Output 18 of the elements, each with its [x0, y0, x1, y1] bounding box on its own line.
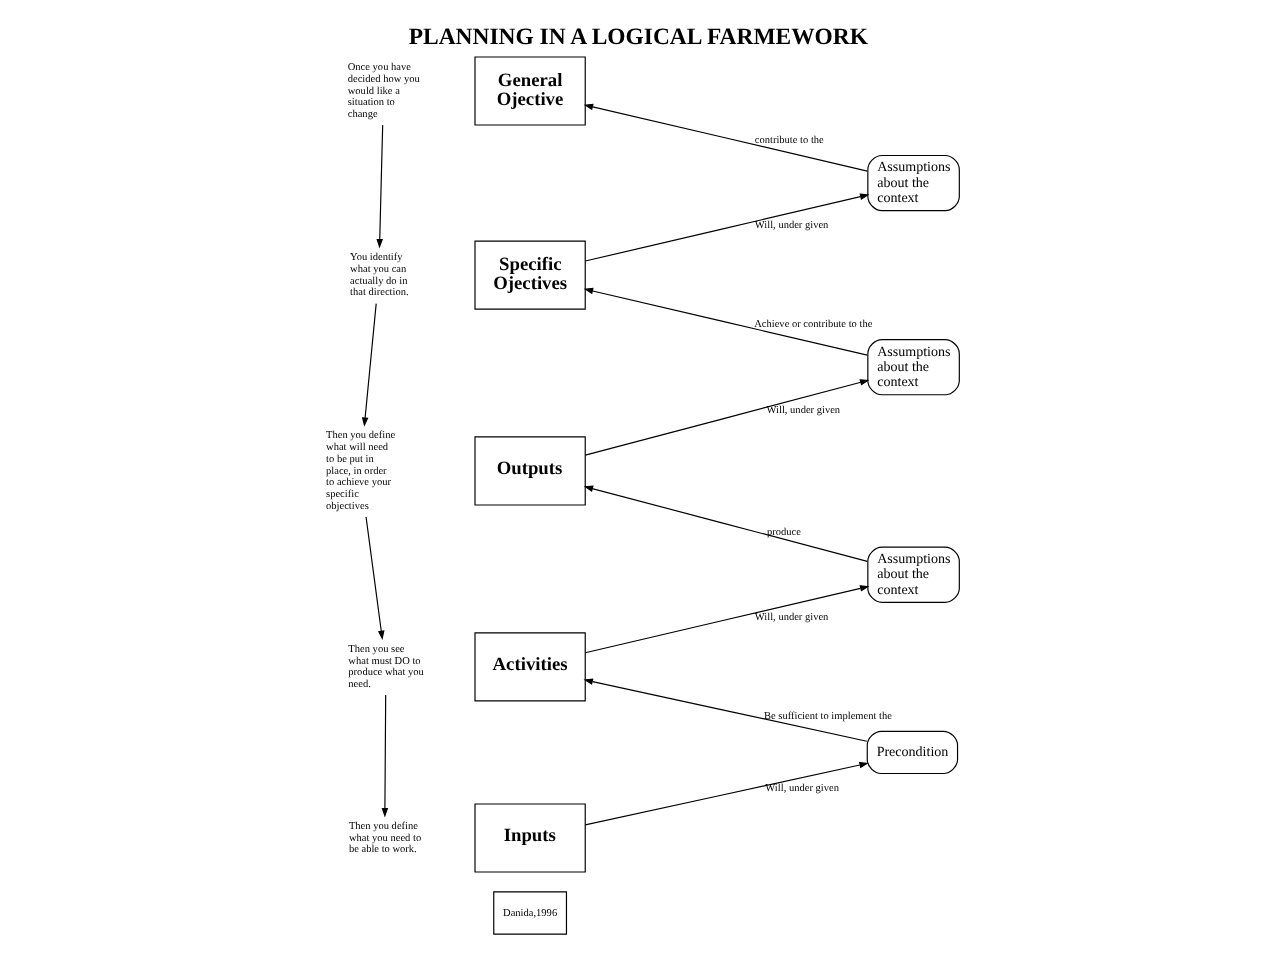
- node-box: Outputs: [474, 436, 586, 506]
- node-box: Inputs: [474, 803, 586, 873]
- arrow: [584, 585, 870, 654]
- node-box: Specific Ojectives: [474, 240, 586, 310]
- arrow: [583, 287, 868, 356]
- arrow: [583, 485, 868, 562]
- arrow: [583, 103, 868, 172]
- arrow: [365, 516, 385, 641]
- arrow: [583, 678, 868, 742]
- arrow: [584, 193, 870, 262]
- node-box: General Ojective: [474, 56, 586, 126]
- arrow: [381, 694, 389, 818]
- arrow: [376, 124, 384, 249]
- diagram-title: PLANNING IN A LOGICAL FARMEWORK: [408, 24, 868, 51]
- node-box: Activities: [474, 632, 586, 702]
- arrow: [584, 761, 869, 826]
- arrow: [584, 379, 870, 456]
- arrow: [361, 303, 377, 427]
